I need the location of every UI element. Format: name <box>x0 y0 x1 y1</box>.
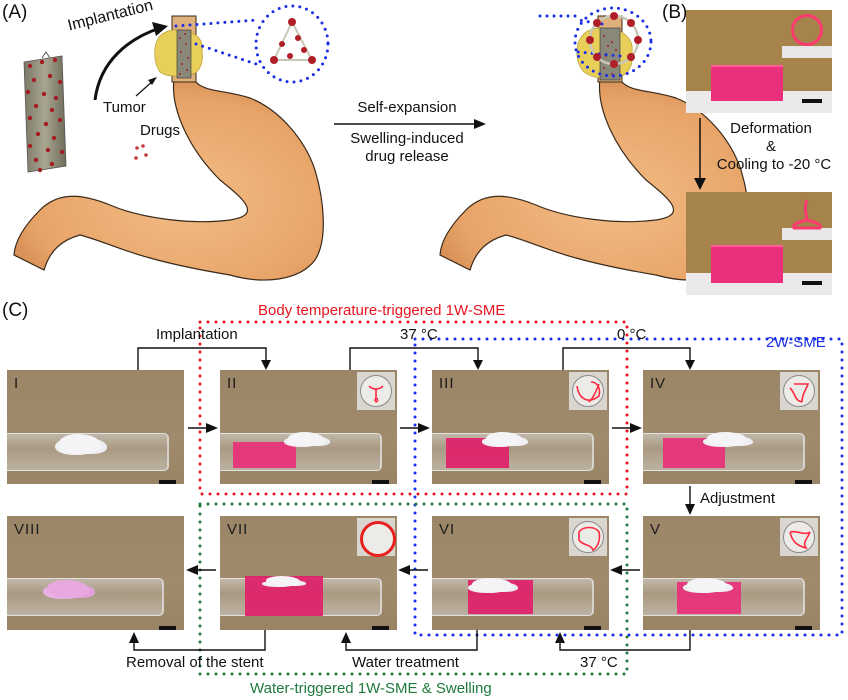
stage-photo-II: II <box>220 370 397 484</box>
cotton <box>687 578 727 592</box>
drugs-label: Drugs <box>140 122 181 139</box>
stage-photo-IV: IV <box>643 370 820 484</box>
cotton <box>472 578 512 592</box>
scale-bar <box>802 99 822 103</box>
cooling-label: Cooling to -20 °C <box>716 156 832 173</box>
cotton <box>486 432 522 446</box>
transition-water-treatment-label: Water treatment <box>352 654 459 671</box>
cotton <box>288 432 324 446</box>
swelling-release-label-line2: drug release <box>365 148 449 165</box>
panel-b-photo-after <box>686 192 832 295</box>
inset-dish-icon <box>357 518 396 557</box>
stage-label: VII <box>227 521 249 538</box>
scale-bar <box>372 480 389 484</box>
stage-label: V <box>650 521 662 538</box>
scale-bar <box>584 480 601 484</box>
scale-bar <box>795 626 812 630</box>
transition-37c-top-label: 37 °C <box>400 326 438 343</box>
stage-label: III <box>439 375 455 392</box>
group-blue-label: 2W-SME <box>766 334 826 351</box>
scale-bar <box>372 626 389 630</box>
transition-adjustment-label: Adjustment <box>700 490 776 507</box>
panel-b-photo-before <box>686 10 832 113</box>
inset-folded-icon <box>782 192 832 240</box>
folded-stent-triangle-icon <box>270 18 316 64</box>
transition-implantation-label: Implantation <box>156 326 238 343</box>
stage-photo-VI: VI <box>432 516 609 630</box>
zoom-callout-left <box>174 4 330 84</box>
scale-bar <box>159 480 176 484</box>
stage-label: I <box>14 375 20 392</box>
transition-removal-label: Removal of the stent <box>126 654 264 671</box>
panel-b-label: (B) <box>662 2 688 23</box>
inset-dish-icon <box>569 372 607 410</box>
scale-bar <box>802 281 822 285</box>
stage-photo-V: V <box>643 516 820 630</box>
implantation-arrow <box>93 26 161 101</box>
stage-photo-I: I <box>7 370 184 484</box>
tumor-label: Tumor <box>103 99 146 116</box>
scale-bar <box>795 480 812 484</box>
inset-dish-icon <box>780 372 818 410</box>
stage-label: VIII <box>14 521 41 538</box>
transition-37c-bottom-label: 37 °C <box>580 654 618 671</box>
expanded-stent-ring-icon <box>586 12 642 68</box>
inset-dish-icon <box>569 518 607 556</box>
implantation-arrowhead-icon <box>152 22 168 36</box>
group-red-label: Body temperature-triggered 1W-SME <box>258 302 506 319</box>
inset-dish-icon <box>780 518 818 556</box>
gel-stent-before <box>711 65 783 101</box>
gel-stent-after <box>711 245 783 283</box>
cotton <box>266 576 300 586</box>
deformation-label: Deformation <box>730 120 812 137</box>
stage-photo-VII: VII <box>220 516 397 630</box>
cotton <box>707 432 747 446</box>
stage-label: II <box>227 375 238 392</box>
transition-0c-label: 0 °C <box>617 326 647 343</box>
cotton <box>47 580 89 598</box>
ampersand-label: & <box>765 138 776 155</box>
panel-a-label: (A) <box>2 2 28 23</box>
stomach-left-illustration <box>13 15 324 281</box>
stage-label: VI <box>439 521 456 538</box>
scale-bar <box>159 626 176 630</box>
swelling-release-label-line1: Swelling-induced <box>350 130 464 147</box>
stage-photo-VIII: VIII <box>7 516 184 630</box>
cotton <box>59 434 101 454</box>
group-green-label: Water-triggered 1W-SME & Swelling <box>250 680 492 697</box>
self-expansion-label: Self-expansion <box>357 99 457 116</box>
panel-c-label: (C) <box>2 300 29 321</box>
drug-particles <box>134 144 148 160</box>
stage-photo-III: III <box>432 370 609 484</box>
inset-dish-icon <box>357 372 395 410</box>
inset-ring-icon <box>782 10 832 58</box>
stent-illustration <box>23 51 67 173</box>
stage-label: IV <box>650 375 667 392</box>
scale-bar <box>584 626 601 630</box>
